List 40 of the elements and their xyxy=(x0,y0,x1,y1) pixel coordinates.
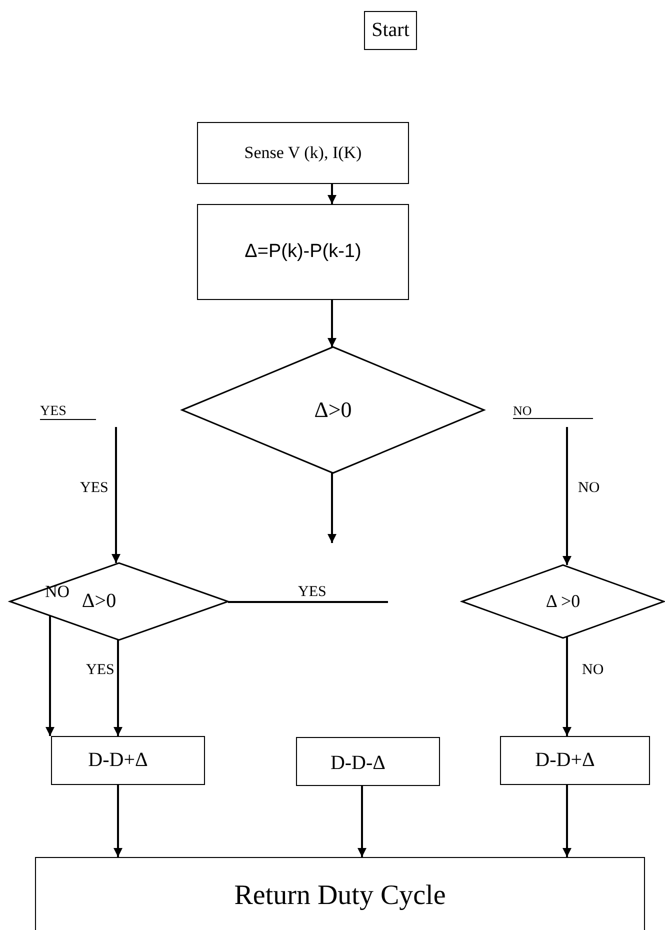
connector-line xyxy=(228,601,388,603)
start-box xyxy=(364,11,417,50)
edge-label: YES xyxy=(80,480,108,497)
process-box xyxy=(197,122,409,184)
arrow xyxy=(562,427,572,565)
node-text: Δ=P(k)-P(k-1) xyxy=(244,241,362,263)
process-box xyxy=(296,737,440,786)
end-box xyxy=(35,857,645,930)
node-text: D-D+Δ xyxy=(88,749,148,772)
decision-diamond xyxy=(462,565,664,638)
decision-diamond xyxy=(10,563,228,640)
node-text: D-D-Δ xyxy=(330,752,386,775)
arrow xyxy=(46,616,54,736)
arrow xyxy=(114,640,122,736)
branch-label: NO xyxy=(513,404,593,420)
node-text: Start xyxy=(372,19,410,42)
condition-text: Δ>0 xyxy=(314,397,352,423)
branch-label: NO xyxy=(45,582,70,602)
arrow xyxy=(358,786,366,857)
arrow xyxy=(112,427,120,563)
edge-label: NO xyxy=(582,662,604,679)
arrow xyxy=(562,785,572,857)
decision-diamond xyxy=(182,347,484,473)
arrow xyxy=(328,184,336,204)
process-box xyxy=(197,204,409,300)
node-text: Sense V (k), I(K) xyxy=(244,143,362,163)
node-text: D-D+Δ xyxy=(535,749,595,772)
edge-label: YES xyxy=(86,662,114,679)
arrow xyxy=(114,785,122,857)
process-box xyxy=(500,736,650,785)
condition-text: Δ >0 xyxy=(546,591,580,612)
arrow xyxy=(328,300,336,347)
branch-label: YES xyxy=(40,404,96,420)
condition-text: Δ>0 xyxy=(82,590,116,613)
arrow xyxy=(328,472,336,543)
node-text: Return Duty Cycle xyxy=(234,880,446,912)
edge-label: NO xyxy=(578,480,600,497)
edge-label: YES xyxy=(298,584,326,601)
arrow xyxy=(562,636,572,736)
process-box xyxy=(51,736,205,785)
